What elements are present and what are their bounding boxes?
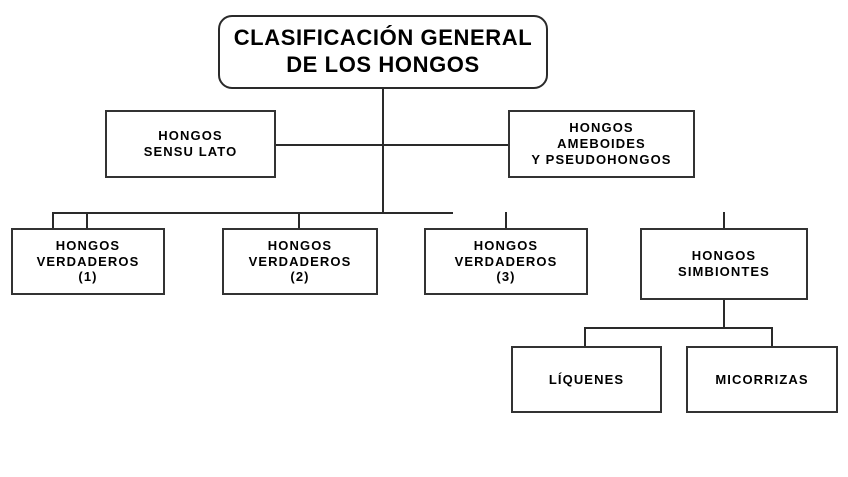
node-label: HONGOS VERDADEROS (1) xyxy=(36,237,140,285)
connector-drop-simbiontes xyxy=(723,212,725,229)
connector-level3-left-end xyxy=(52,212,54,229)
connector-level4-bus xyxy=(584,327,773,329)
node-label: HONGOS VERDADEROS (2) xyxy=(248,237,352,285)
node-label: CLASIFICACIÓN GENERAL DE LOS HONGOS xyxy=(233,25,533,77)
connector-drop-verdaderos-1 xyxy=(86,212,88,229)
connector-simbiontes-stem xyxy=(723,300,725,328)
node-label: HONGOS AMEBOIDES Y PSEUDOHONGOS xyxy=(531,120,672,167)
connector-drop-verdaderos-3 xyxy=(505,212,507,229)
connector-level3-bus xyxy=(52,212,453,214)
node-label: HONGOS SIMBIONTES xyxy=(678,248,770,279)
node-micorrizas: MICORRIZAS xyxy=(686,346,838,413)
connector-drop-liquenes xyxy=(584,327,586,347)
node-label: HONGOS VERDADEROS (3) xyxy=(454,237,558,285)
node-hongos-verdaderos-1: HONGOS VERDADEROS (1) xyxy=(11,228,165,295)
node-hongos-simbiontes: HONGOS SIMBIONTES xyxy=(640,228,808,300)
node-hongos-sensu-lato: HONGOS SENSU LATO xyxy=(105,110,276,178)
node-hongos-verdaderos-2: HONGOS VERDADEROS (2) xyxy=(222,228,378,295)
node-hongos-ameboides-y-pseudohongos: HONGOS AMEBOIDES Y PSEUDOHONGOS xyxy=(508,110,695,178)
connector-drop-micorrizas xyxy=(771,327,773,347)
connector-level2-bar xyxy=(276,144,508,146)
connector-root-trunk xyxy=(382,89,384,214)
node-label: LÍQUENES xyxy=(548,371,625,387)
node-clasificacion-general: CLASIFICACIÓN GENERAL DE LOS HONGOS xyxy=(218,15,548,89)
node-liquenes: LÍQUENES xyxy=(511,346,662,413)
node-label: MICORRIZAS xyxy=(715,371,809,387)
connector-drop-verdaderos-2 xyxy=(298,212,300,229)
node-hongos-verdaderos-3: HONGOS VERDADEROS (3) xyxy=(424,228,588,295)
node-label: HONGOS SENSU LATO xyxy=(143,128,238,159)
